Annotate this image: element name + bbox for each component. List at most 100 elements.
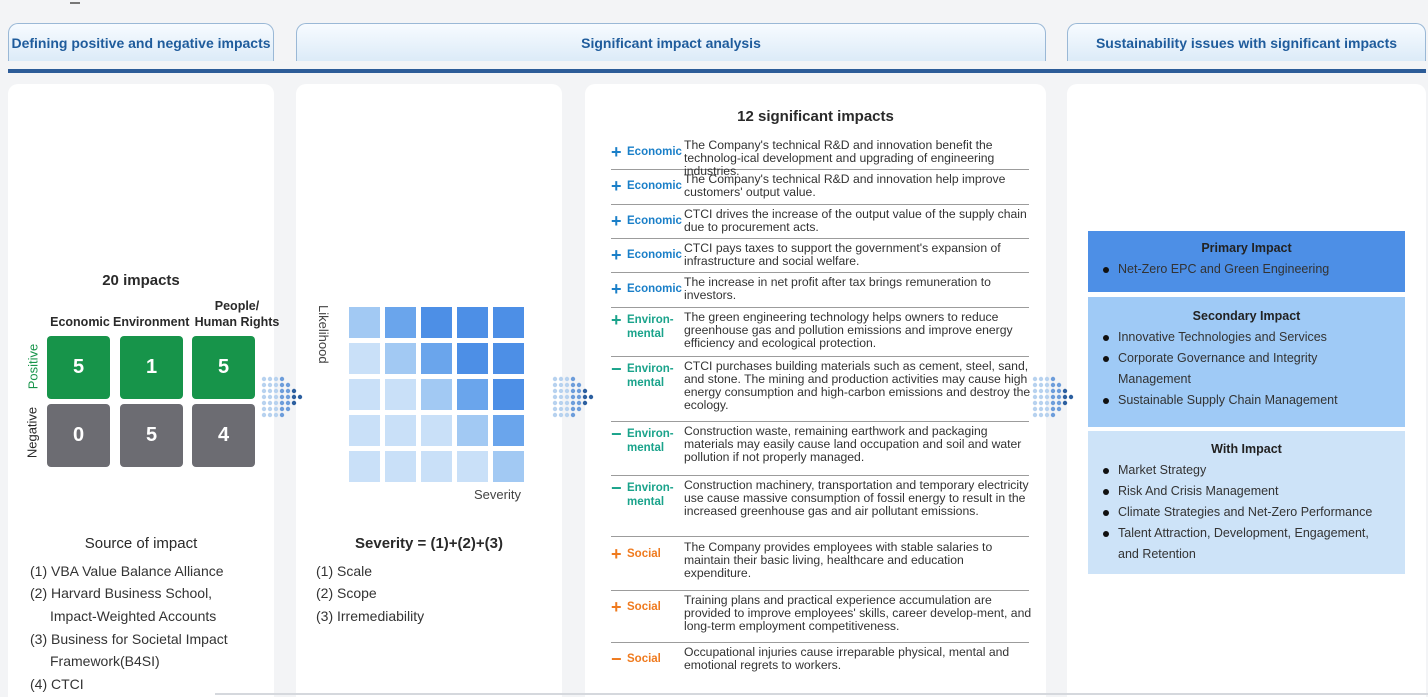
arrow-dot xyxy=(564,412,570,418)
arrow-dot xyxy=(582,388,588,394)
list-item: Market Strategy xyxy=(1102,460,1405,481)
impact-category: −Environ-mental xyxy=(611,360,674,390)
plus-icon: + xyxy=(611,597,622,617)
arrow-dot xyxy=(558,412,564,418)
arrow-icon xyxy=(1032,376,1074,418)
arrow-dot xyxy=(1068,394,1074,400)
arrow-dot xyxy=(1062,394,1068,400)
panel-significant-impacts xyxy=(585,84,1046,697)
arrow-dot xyxy=(1032,394,1038,400)
arrow-dot xyxy=(1044,382,1050,388)
arrow-dot xyxy=(570,388,576,394)
arrow-dot xyxy=(267,388,273,394)
plus-icon: + xyxy=(611,310,622,330)
matrix-cell xyxy=(457,343,488,374)
positive-environment-box: 1 xyxy=(120,336,183,399)
arrow-dot xyxy=(576,388,582,394)
arrow-dot xyxy=(273,406,279,412)
matrix-cell xyxy=(493,343,524,374)
tab-significant-impact-analysis[interactable]: Significant impact analysis xyxy=(296,23,1046,61)
arrow-dot xyxy=(1038,388,1044,394)
arrow-dot xyxy=(558,388,564,394)
matrix-cell xyxy=(385,451,416,482)
arrow-dot xyxy=(1044,400,1050,406)
arrow-dot xyxy=(279,406,285,412)
list-item: Sustainable Supply Chain Management xyxy=(1102,390,1405,411)
arrow-dot xyxy=(570,394,576,400)
arrow-dot xyxy=(1050,376,1056,382)
arrow-dot xyxy=(291,400,297,406)
arrow-dot xyxy=(570,406,576,412)
arrow-dot xyxy=(261,412,267,418)
primary-impact-list: Net-Zero EPC and Green Engineering xyxy=(1088,259,1405,280)
plus-icon: + xyxy=(611,544,622,564)
impact-category: +Economic xyxy=(611,143,682,161)
arrow-dot xyxy=(570,412,576,418)
tab-sustainability-issues[interactable]: Sustainability issues with significant i… xyxy=(1067,23,1426,61)
impact-category-label: Environ-mental xyxy=(627,363,674,389)
list-item: Net-Zero EPC and Green Engineering xyxy=(1102,259,1405,280)
matrix-cell xyxy=(385,415,416,446)
arrow-dot xyxy=(1056,382,1062,388)
impacts-count-title: 20 impacts xyxy=(102,272,180,289)
arrow-dot xyxy=(564,388,570,394)
arrow-dot xyxy=(1038,394,1044,400)
matrix-cell xyxy=(349,379,380,410)
plus-icon: + xyxy=(611,245,622,265)
impact-category-label: Economic xyxy=(627,283,682,295)
arrow-dot xyxy=(297,394,303,400)
source-item: (4) CTCI xyxy=(30,676,84,692)
secondary-impact-list: Innovative Technologies and Services Cor… xyxy=(1088,327,1405,411)
primary-impact-title: Primary Impact xyxy=(1201,241,1292,255)
impact-description: The increase in net profit after tax bri… xyxy=(684,275,991,302)
arrow-dot xyxy=(1062,388,1068,394)
positive-economic-value: 5 xyxy=(72,356,85,378)
arrow-dot xyxy=(1062,400,1068,406)
arrow-dot xyxy=(273,394,279,400)
positive-environment-value: 1 xyxy=(145,356,158,378)
arrow-dot xyxy=(1056,400,1062,406)
likelihood-axis-label: Likelihood xyxy=(316,305,331,364)
arrow-dot xyxy=(570,376,576,382)
arrow-dot xyxy=(1044,406,1050,412)
arrow-dot xyxy=(267,394,273,400)
matrix-cell xyxy=(493,415,524,446)
arrow-dot xyxy=(285,382,291,388)
arrow-dot xyxy=(1050,406,1056,412)
arrow-dot xyxy=(564,406,570,412)
negative-economic-box: 0 xyxy=(47,404,110,467)
negative-economic-value: 0 xyxy=(72,424,85,446)
impact-category: +Economic xyxy=(611,245,682,265)
arrow-dot xyxy=(570,382,576,388)
tab-defining-impacts[interactable]: Defining positive and negative impacts xyxy=(8,23,274,61)
arrow-dot xyxy=(552,382,558,388)
severity-item: (2) Scope xyxy=(316,585,377,601)
tab-analysis-label: Significant impact analysis xyxy=(581,34,761,51)
arrow-dot xyxy=(1032,412,1038,418)
arrow-dot xyxy=(1050,412,1056,418)
impact-description: CTCI drives the increase of the output v… xyxy=(684,207,1027,234)
severity-item: (1) Scale xyxy=(316,563,373,579)
arrow-dot xyxy=(1032,376,1038,382)
impact-description: The Company's technical R&D and innovati… xyxy=(684,172,1006,199)
arrow-dot xyxy=(558,394,564,400)
negative-people-value: 4 xyxy=(217,424,230,446)
arrow-dot xyxy=(582,394,588,400)
arrow-dot xyxy=(576,406,582,412)
arrow-dot xyxy=(279,382,285,388)
matrix-cell xyxy=(421,451,452,482)
arrow-dot xyxy=(558,376,564,382)
impact-category-label: Social xyxy=(627,601,661,613)
list-item: Innovative Technologies and Services xyxy=(1102,327,1405,348)
arrow-dot xyxy=(1038,406,1044,412)
impact-category: +Environ-mental xyxy=(611,310,674,341)
arrow-dot xyxy=(558,400,564,406)
plus-icon: + xyxy=(611,279,622,299)
arrow-dot xyxy=(576,394,582,400)
source-item: (3) Business for Societal Impact xyxy=(30,631,228,647)
positive-economic-box: 5 xyxy=(47,336,110,399)
arrow-dot xyxy=(267,382,273,388)
source-item: (2) Harvard Business School, xyxy=(30,585,213,601)
